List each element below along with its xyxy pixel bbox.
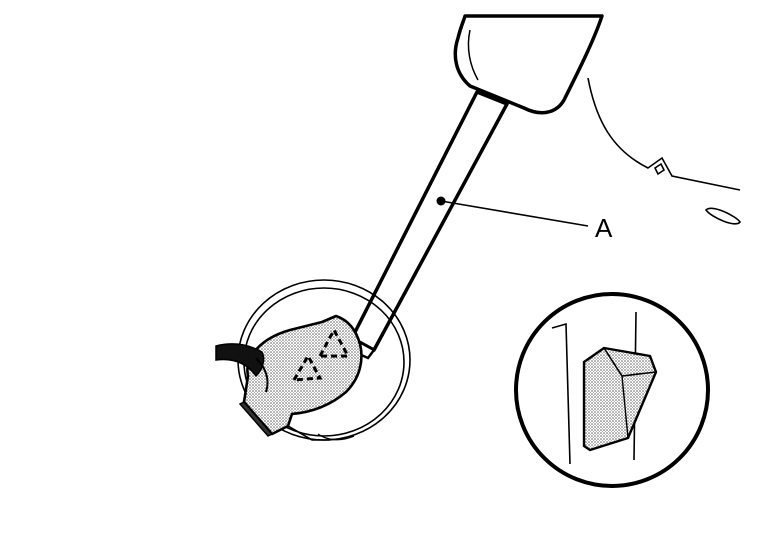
screwdriver-handle — [453, 14, 604, 115]
detail-inset — [514, 292, 710, 488]
callout-label: A — [595, 213, 613, 243]
screwdriver-shaft — [350, 90, 509, 352]
wire-harness — [215, 343, 265, 378]
callout-a: A — [436, 196, 613, 243]
pried-component — [215, 314, 363, 441]
screwdriver-tool — [348, 14, 604, 360]
recycle-icon — [291, 326, 351, 382]
background-panel-outline — [587, 77, 741, 225]
callout-leader-line — [440, 200, 589, 227]
